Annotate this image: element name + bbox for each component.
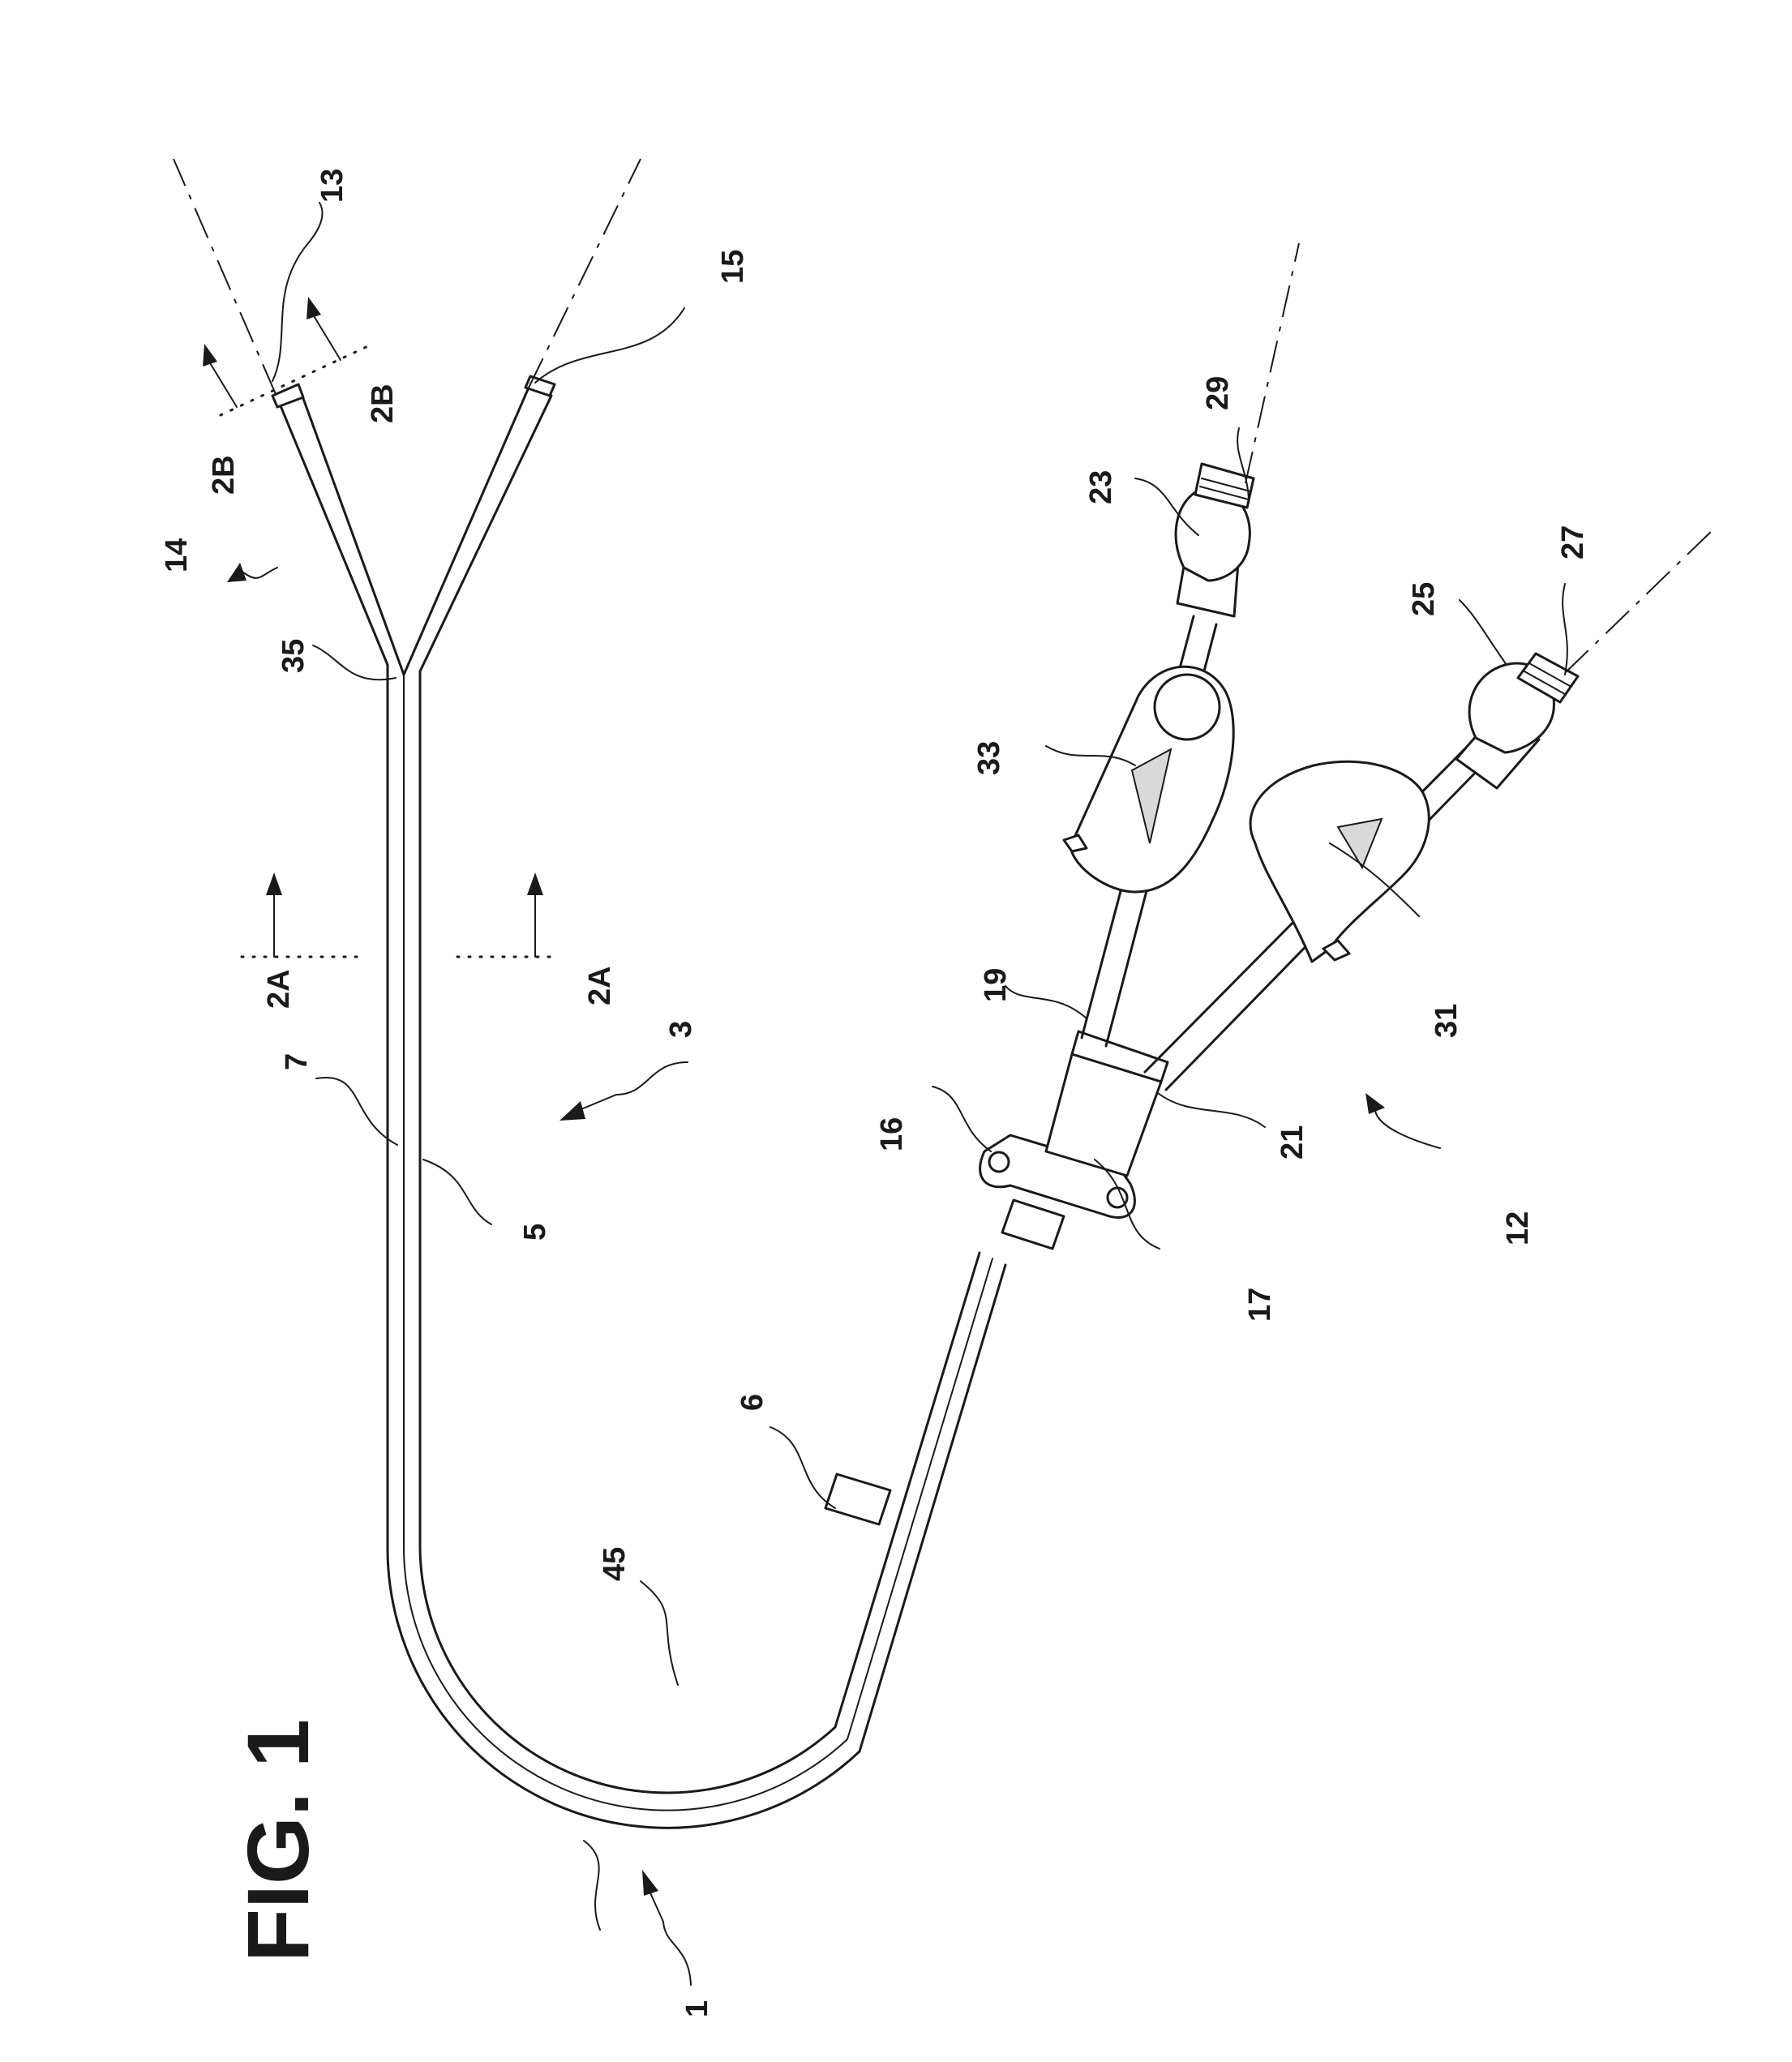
label-29: 29 (1201, 376, 1235, 410)
label-14: 14 (160, 538, 194, 572)
label-1: 1 (680, 2000, 714, 2017)
label-16: 16 (875, 1117, 909, 1151)
label-7: 7 (280, 1053, 314, 1070)
label-5: 5 (518, 1224, 552, 1241)
clamp-33 (1064, 667, 1233, 892)
catheter-tube (388, 665, 1005, 1828)
connector-23 (1176, 464, 1254, 616)
label-15: 15 (716, 250, 750, 284)
axis-lines (174, 159, 1716, 673)
figure-title: FIG. 1 (229, 1719, 327, 1962)
label-23: 23 (1084, 470, 1118, 504)
label-17: 17 (1243, 1288, 1277, 1322)
hub (1046, 1031, 1168, 1176)
label-21: 21 (1275, 1125, 1310, 1160)
reference-numerals: 13 15 14 35 7 5 3 45 6 16 17 19 21 31 33… (160, 169, 1590, 2017)
sleeve-6 (825, 1474, 890, 1524)
label-25: 25 (1407, 582, 1441, 616)
label-13: 13 (315, 169, 349, 203)
label-35: 35 (277, 639, 311, 673)
label-31: 31 (1430, 1004, 1464, 1038)
section-label-2b-left: 2B (207, 455, 241, 495)
section-label-2a-right: 2A (583, 966, 617, 1005)
label-6: 6 (735, 1394, 770, 1411)
label-33: 33 (972, 741, 1006, 775)
clamp-31 (1250, 761, 1429, 962)
label-19: 19 (979, 968, 1013, 1002)
label-45: 45 (598, 1547, 632, 1581)
sleeve-near-wing (1002, 1200, 1064, 1249)
direction-arrows (227, 563, 1440, 1985)
connector-25 (1456, 654, 1578, 788)
distal-split (272, 376, 555, 675)
label-12: 12 (1501, 1211, 1535, 1245)
leader-lines (272, 203, 1567, 1930)
label-3: 3 (664, 1021, 698, 1038)
section-label-2a-left: 2A (262, 969, 296, 1009)
section-line-2a (242, 872, 559, 957)
section-labels: 2A 2A 2B 2B (207, 384, 617, 1009)
section-label-2b-right: 2B (366, 384, 400, 423)
label-27: 27 (1556, 525, 1590, 559)
